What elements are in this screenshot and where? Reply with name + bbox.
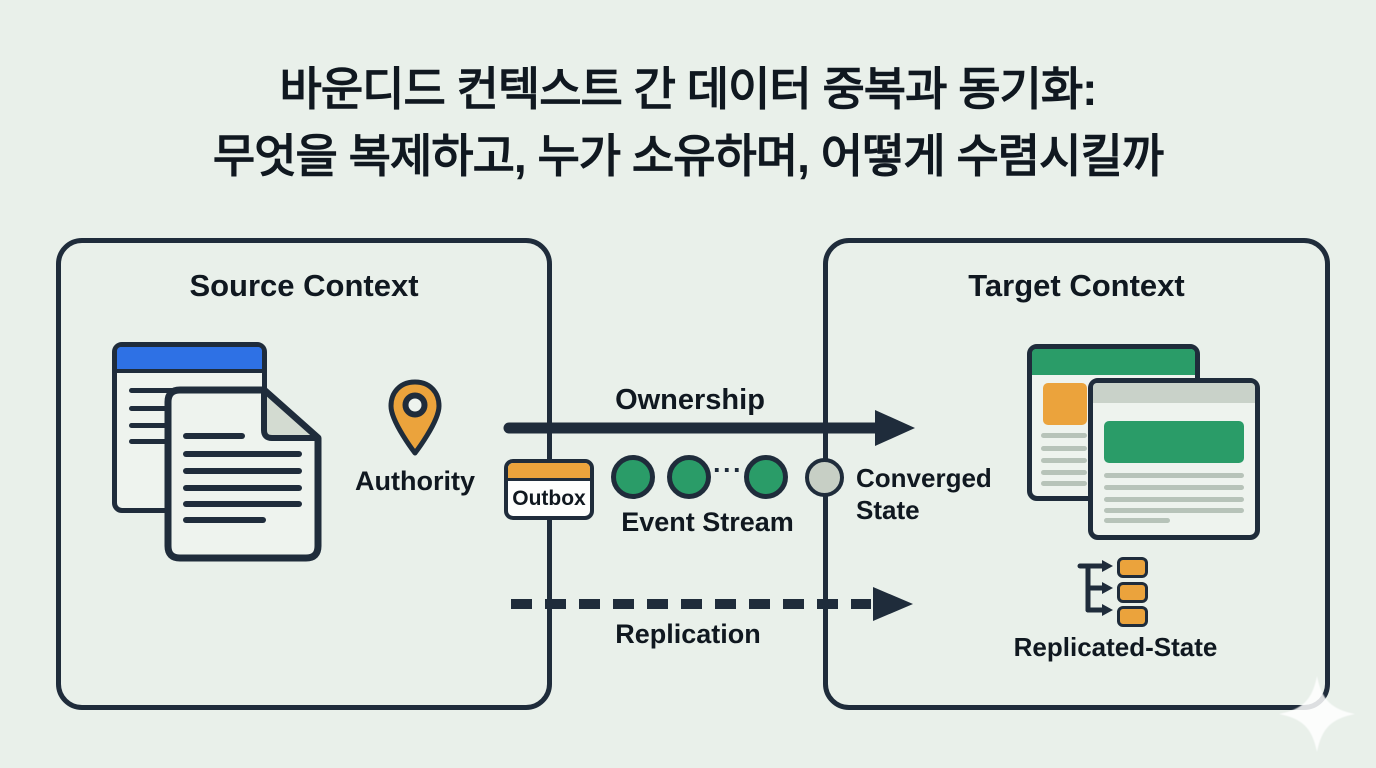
card-line — [1041, 446, 1087, 451]
card-line — [1104, 473, 1244, 478]
event-node-icon — [611, 455, 655, 499]
event-node-icon — [667, 455, 711, 499]
outbox-header — [508, 463, 590, 481]
replica-item-icon — [1117, 606, 1148, 627]
card-line — [1041, 481, 1087, 486]
event-node-icon — [744, 455, 788, 499]
converged-state-node-icon — [805, 458, 844, 497]
target-context-title: Target Context — [968, 268, 1185, 303]
ownership-label: Ownership — [615, 384, 765, 416]
card-line — [1041, 433, 1087, 438]
target-card-front-header — [1093, 383, 1255, 403]
window-card-line — [129, 406, 179, 411]
window-card-line — [129, 423, 179, 428]
window-card-line — [129, 439, 179, 444]
target-card-green-block — [1104, 421, 1244, 463]
ownership-arrow — [503, 410, 915, 446]
replica-item-icon — [1117, 557, 1148, 578]
card-line — [1041, 458, 1087, 463]
page-title-line2: 무엇을 복제하고, 누가 소유하며, 어떻게 수렴시킬까 — [212, 130, 1164, 182]
replication-label: Replication — [615, 619, 761, 649]
converged-state-label: Converged State — [856, 463, 992, 525]
event-stream-label: Event Stream — [621, 507, 794, 537]
ellipsis-dots: ··· — [713, 455, 743, 485]
page-title-line1: 바운디드 컨텍스트 간 데이터 중복과 동기화: — [279, 63, 1098, 115]
replica-item-icon — [1117, 582, 1148, 603]
outbox-label: Outbox — [512, 487, 586, 510]
replicated-state-label: Replicated-State — [1013, 632, 1218, 662]
window-card-line — [129, 388, 179, 393]
card-line — [1104, 497, 1244, 502]
target-card-front — [1088, 378, 1260, 540]
sparkle-icon — [1279, 676, 1355, 752]
target-card-back-header — [1032, 349, 1195, 375]
fork-arrows-icon — [1077, 560, 1113, 616]
document-icon — [164, 386, 322, 562]
target-card-orange-block — [1043, 383, 1087, 425]
card-line — [1104, 508, 1244, 513]
authority-label: Authority — [355, 466, 475, 496]
page-title: 바운디드 컨텍스트 간 데이터 중복과 동기화: 무엇을 복제하고, 누가 소유… — [0, 56, 1376, 190]
card-line — [1041, 470, 1087, 475]
card-line — [1104, 485, 1244, 490]
card-line — [1104, 518, 1170, 523]
outbox-box: Outbox — [504, 459, 594, 520]
window-card-header — [117, 347, 262, 373]
map-pin-icon — [388, 379, 442, 456]
source-context-title: Source Context — [189, 268, 419, 303]
replication-arrow — [511, 587, 913, 621]
